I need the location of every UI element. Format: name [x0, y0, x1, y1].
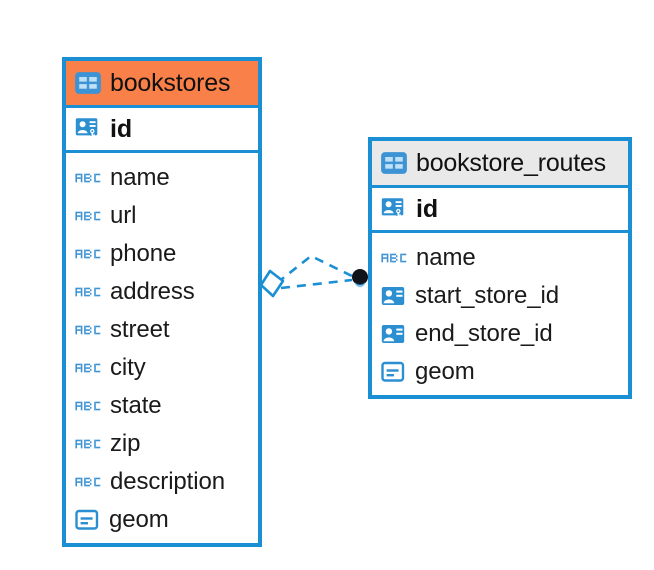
text-type-icon: [75, 361, 101, 375]
filled-circle-marker: [352, 269, 368, 288]
column-label: name: [416, 244, 476, 271]
column-label: street: [110, 316, 170, 343]
table-icon: [75, 72, 101, 94]
column-list-bookstore-routes: name start_store_id: [372, 233, 628, 397]
geometry-type-icon: [381, 361, 406, 383]
text-type-icon: [75, 475, 101, 489]
column-label: start_store_id: [415, 282, 560, 309]
column-list-bookstores: name: [66, 153, 258, 545]
column-row-address[interactable]: address: [66, 273, 258, 311]
column-row-url[interactable]: url: [66, 197, 258, 235]
foreign-key-icon: [381, 286, 406, 307]
column-label: end_store_id: [415, 320, 553, 347]
text-type-icon: [75, 323, 101, 337]
primary-key-icon: [75, 117, 101, 141]
column-row-start-store-id[interactable]: start_store_id: [372, 277, 628, 315]
column-row-zip[interactable]: zip: [66, 425, 258, 463]
column-label: zip: [110, 430, 141, 457]
diamond-outline-marker: [259, 269, 285, 298]
text-type-icon: [75, 285, 101, 299]
text-type-icon: [75, 399, 101, 413]
column-label: phone: [110, 240, 177, 267]
column-label: state: [110, 392, 162, 419]
column-label: id: [110, 114, 133, 143]
column-row-description[interactable]: description: [66, 463, 258, 501]
column-row-id[interactable]: id: [372, 185, 628, 233]
entity-header-bookstore-routes[interactable]: bookstore_routes: [372, 141, 628, 185]
column-row-name[interactable]: name: [372, 239, 628, 277]
column-label: name: [110, 164, 170, 191]
entity-bookstores[interactable]: bookstores id: [62, 57, 262, 547]
relationship-line-lower: [280, 278, 353, 290]
entity-title: bookstore_routes: [416, 148, 606, 177]
entity-title: bookstores: [110, 68, 231, 97]
text-type-icon: [75, 171, 101, 185]
column-row-end-store-id[interactable]: end_store_id: [372, 315, 628, 353]
geometry-type-icon: [75, 509, 100, 531]
relationship-line-upper: [276, 254, 355, 285]
table-icon: [381, 152, 407, 174]
foreign-key-icon: [381, 324, 406, 345]
column-row-city[interactable]: city: [66, 349, 258, 387]
text-type-icon: [75, 437, 101, 451]
column-label: geom: [415, 358, 475, 385]
column-row-name[interactable]: name: [66, 159, 258, 197]
text-type-icon: [75, 209, 101, 223]
column-row-geom[interactable]: geom: [372, 353, 628, 391]
entity-header-bookstores[interactable]: bookstores: [66, 61, 258, 105]
column-row-state[interactable]: state: [66, 387, 258, 425]
column-row-id[interactable]: id: [66, 105, 258, 153]
column-row-geom[interactable]: geom: [66, 501, 258, 539]
column-label: url: [110, 202, 137, 229]
text-type-icon: [75, 247, 101, 261]
column-row-phone[interactable]: phone: [66, 235, 258, 273]
primary-key-icon: [381, 197, 407, 221]
column-label: city: [110, 354, 146, 381]
column-label: description: [110, 468, 225, 495]
column-label: geom: [109, 506, 169, 533]
column-label: id: [416, 194, 439, 223]
column-row-street[interactable]: street: [66, 311, 258, 349]
entity-bookstore-routes[interactable]: bookstore_routes id: [368, 137, 632, 399]
text-type-icon: [381, 251, 407, 265]
column-label: address: [110, 278, 195, 305]
